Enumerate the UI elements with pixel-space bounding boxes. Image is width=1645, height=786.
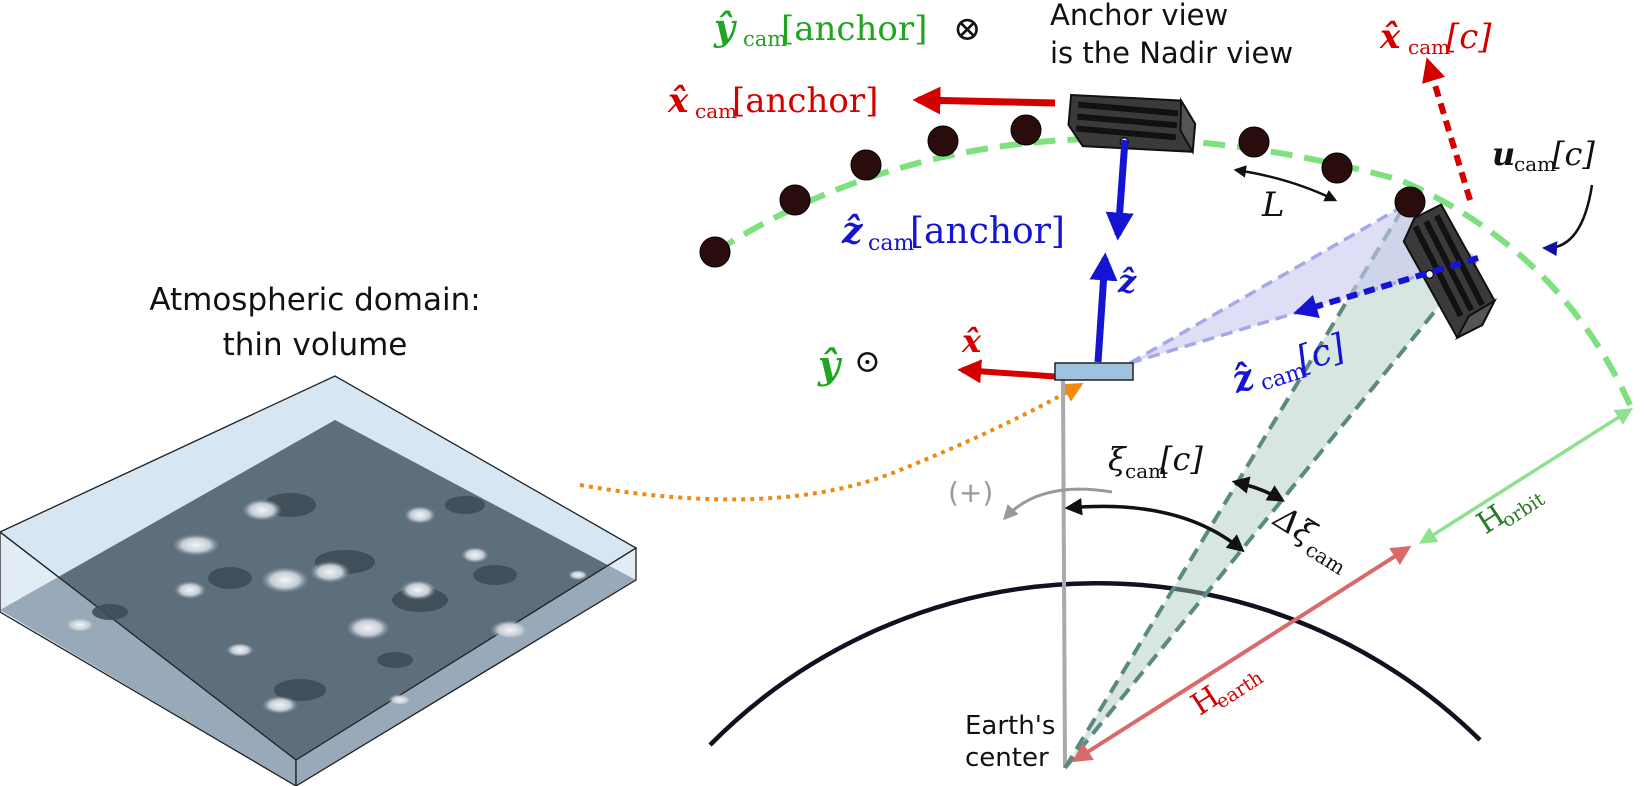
svg-text:earth: earth (1212, 667, 1267, 714)
svg-text:[anchor]: [anchor] (781, 9, 927, 49)
delta-xi-cam-label: Δξ cam (1266, 497, 1350, 580)
domain-link-arrow (579, 383, 1084, 502)
orbit-camera-dot (1010, 114, 1042, 146)
delta-xi-cam-arrow (1231, 476, 1286, 502)
cloud-field-surface (0, 420, 636, 786)
camera-footprint-edge-a (1129, 203, 1406, 365)
camera-c-satellite (1402, 203, 1498, 341)
svg-text:orbit: orbit (1498, 488, 1549, 532)
svg-text:[anchor]: [anchor] (732, 81, 878, 121)
x-cam-c-arrow (1422, 57, 1473, 201)
x-cam-anchor-arrow (912, 86, 1056, 115)
anchor-satellite (1067, 93, 1197, 156)
h-orbit-arrow (1419, 408, 1633, 544)
earth-center-label-line2: center (965, 743, 1049, 773)
clouds (64, 499, 588, 714)
volume-front-left-face (0, 531, 297, 786)
orbit-camera-dot (699, 236, 731, 268)
z-hat-label: ẑ (1117, 262, 1137, 300)
orbit-camera-dot (1238, 126, 1270, 158)
svg-text:cam: cam (695, 99, 737, 123)
svg-text:cam: cam (1301, 537, 1349, 580)
svg-text:ξ: ξ (1108, 440, 1127, 478)
orbit-arc (713, 135, 1633, 407)
volume-front-right-face (295, 546, 637, 786)
ground-sensor-rect (1054, 362, 1134, 381)
svg-text:cam: cam (743, 27, 787, 51)
svg-text:ẑ: ẑ (1226, 355, 1261, 402)
z-cam-c-arrow (1293, 255, 1479, 318)
domain-label-line2: thin volume (223, 327, 408, 363)
svg-text:cam: cam (1408, 35, 1450, 59)
x-cam-c-label: x̂ cam [c] (1379, 17, 1492, 59)
orbit-camera-dot (850, 149, 882, 181)
svg-text:[c]: [c] (1552, 135, 1595, 173)
svg-text:cam: cam (868, 231, 914, 256)
z-cam-anchor-arrow (1105, 139, 1134, 241)
svg-text:x̂: x̂ (1379, 17, 1401, 57)
svg-text:[c]: [c] (1446, 17, 1492, 57)
arc-length-L-label: L (1261, 185, 1285, 225)
z-cam-anchor-label: ẑ cam [anchor] (841, 210, 1065, 256)
xi-cam-c-arrow (1064, 498, 1245, 553)
domain-label-line1: Atmospheric domain: (149, 282, 480, 318)
y-cam-anchor-label: ŷ cam [anchor] ⊗ (713, 7, 982, 51)
positive-direction-arrow (1002, 487, 1113, 521)
svg-text:cam: cam (1514, 152, 1556, 176)
arc-length-L-arrow (1233, 165, 1338, 202)
svg-text:ŷ: ŷ (817, 342, 843, 387)
y-hat-label: ŷ ⊙ (817, 342, 881, 387)
svg-text:cam: cam (1125, 459, 1167, 483)
orbit-camera-dot (927, 125, 959, 157)
zenith-line (1061, 379, 1067, 769)
satellite-icon (1402, 203, 1498, 341)
x-cam-anchor-label: x̂ cam [anchor] (667, 81, 878, 123)
earth-center-label-line1: Earth's (965, 711, 1055, 741)
anchor-note-line1: Anchor view (1050, 0, 1228, 32)
svg-text:ẑ: ẑ (841, 210, 864, 252)
xi-cam-c-label: ξ cam [c] (1108, 440, 1203, 483)
svg-text:[anchor]: [anchor] (910, 211, 1065, 252)
anchor-note-line2: is the Nadir view (1050, 36, 1293, 70)
positive-direction-label: (+) (948, 476, 993, 509)
x-hat-arrow (957, 359, 1063, 384)
u-cam-c-label: u cam [c] (1492, 135, 1595, 176)
orbit-camera-dot (1321, 152, 1353, 184)
svg-text:x̂: x̂ (667, 81, 689, 121)
svg-text:⊙: ⊙ (854, 342, 881, 380)
orbit-camera-positions (699, 114, 1426, 268)
z-hat-arrow (1089, 252, 1118, 363)
h-earth-arrow (1071, 545, 1412, 763)
atmospheric-volume (0, 375, 638, 786)
svg-text:⊗: ⊗ (953, 9, 982, 49)
satellite-icon (1067, 93, 1197, 156)
svg-text:ŷ: ŷ (713, 7, 737, 49)
x-hat-label: x̂ (961, 322, 982, 360)
camera-footprint-fill (1130, 205, 1478, 363)
svg-text:u: u (1492, 135, 1515, 173)
svg-text:[c]: [c] (1160, 440, 1203, 478)
orbit-camera-dot (779, 184, 811, 216)
u-cam-c-pointer (1542, 184, 1594, 257)
orbit-camera-dot (1394, 186, 1426, 218)
